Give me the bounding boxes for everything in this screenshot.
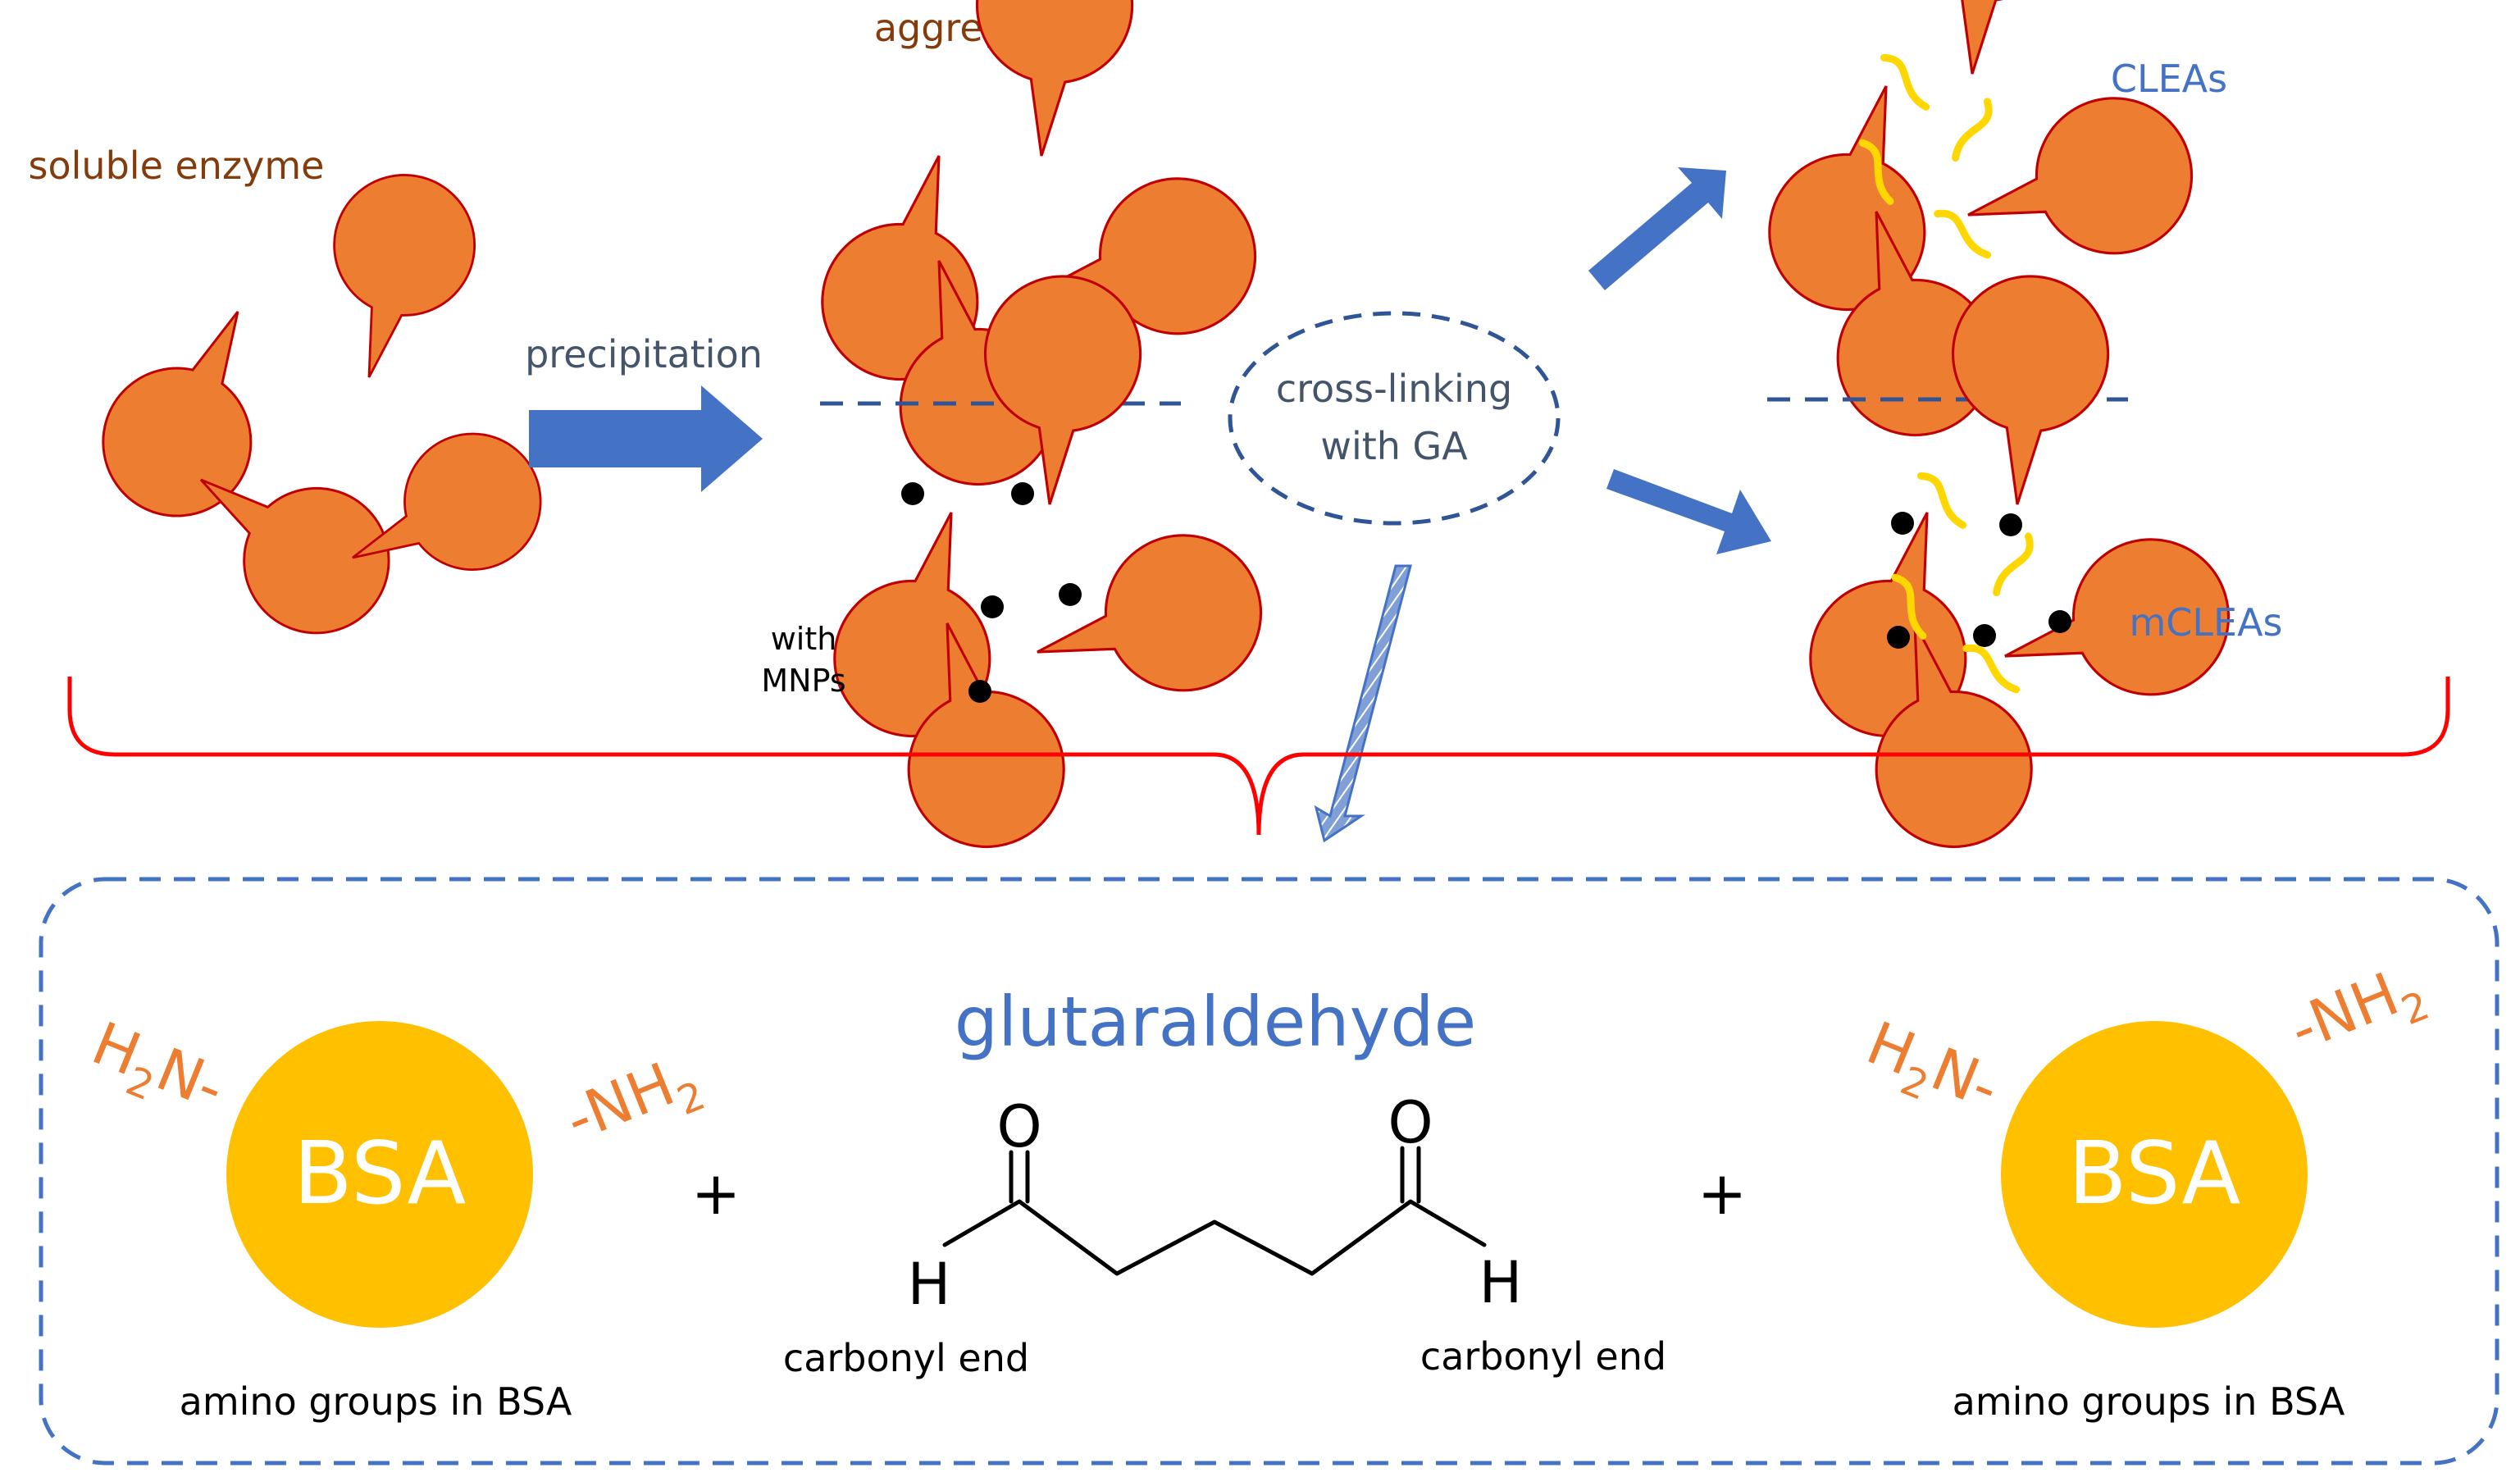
red-bracket [67,677,2450,836]
mnp-dots [901,482,1082,703]
label-precipitation: precipitation [525,332,763,376]
mnp-dot [981,595,1004,618]
amine-nh: -NH [2280,960,2408,1064]
svg-text:H2N-: H2N- [79,1009,235,1134]
bsa-sphere-right [2001,1021,2308,1328]
amine-left-group-left: H2N- [79,1009,235,1134]
amine-left-group-right: H2N- [1853,1008,2009,1133]
amine-subscript: 2 [671,1073,711,1124]
crosslinking-ellipse [1228,311,1561,526]
crosslinker-wiggle [1966,637,2016,701]
reaction-box [39,877,2499,1466]
plus-sign-left: + [691,1159,741,1228]
crosslinker-wiggle [1939,102,2004,158]
mnp-dot [1999,513,2022,536]
oxygen-left: O [996,1093,1041,1160]
enzyme-shape [1036,490,1291,745]
hatched-arrow-down [1314,564,1412,843]
aggregate [777,0,1285,514]
label-with-ga: with GA [1320,424,1468,468]
label-soluble-enzyme: soluble enzyme [29,144,325,188]
label-crosslinking: cross-linking [1276,367,1512,411]
plus-sign-right: + [1697,1159,1747,1228]
mnp-dot [1011,482,1034,505]
mnp-dot [968,680,991,703]
amine-right-group-left: -NH2 [556,1040,712,1165]
oxygen-right: O [1388,1089,1433,1156]
label-with: with [771,621,837,657]
arrow-to-cleas [1588,167,1726,290]
label-mnps: MNPs [761,663,845,699]
mcleas-mnp-dots [1887,512,2071,649]
amine-n: N- [1922,1034,2008,1123]
amino-groups-label-right: amino groups in BSA [1953,1379,2345,1424]
enzyme-shape [71,310,299,538]
svg-text:-NH2: -NH2 [2280,950,2436,1075]
mnp-dot [1887,626,1910,649]
hydrogen-left: H [908,1251,951,1318]
label-mcleas: mCLEAs [2129,600,2282,645]
carbon-chain [942,1199,1487,1276]
crosslinker-wiggle [1980,536,2045,593]
carbonyl-end-label-left: carbonyl end [783,1336,1029,1380]
glutaraldehyde-structure [942,1146,1487,1276]
hydrogen-right: H [1479,1249,1523,1316]
soluble-enzymes [71,148,561,651]
arrow-to-mcleas [1606,469,1771,554]
mnp-dot [1973,624,1996,647]
mnp-dot [901,482,924,505]
amine-right-group-right: -NH2 [2280,950,2436,1075]
mnp-dot [2048,610,2071,633]
precipitation-arrow [529,385,763,492]
amine-nh: -NH [556,1049,684,1154]
label-cleas: CLEAs [2111,57,2227,101]
amine-subscript: 2 [2395,982,2436,1034]
bsa-label-right: BSA [2068,1124,2241,1224]
amine-n: N- [148,1035,234,1124]
mnp-dot [1059,583,1082,606]
amino-groups-label-left: amino groups in BSA [180,1379,572,1424]
svg-text:H2N-: H2N- [1853,1008,2009,1133]
bsa-sphere-left [226,1021,533,1328]
crosslinker-wiggle [1884,52,1925,112]
bsa-label-left: BSA [294,1124,467,1224]
carbonyl-end-label-right: carbonyl end [1420,1334,1666,1379]
glutaraldehyde-title: glutaraldehyde [955,982,1477,1062]
mnp-dot [1891,512,1914,535]
svg-text:-NH2: -NH2 [556,1040,712,1165]
